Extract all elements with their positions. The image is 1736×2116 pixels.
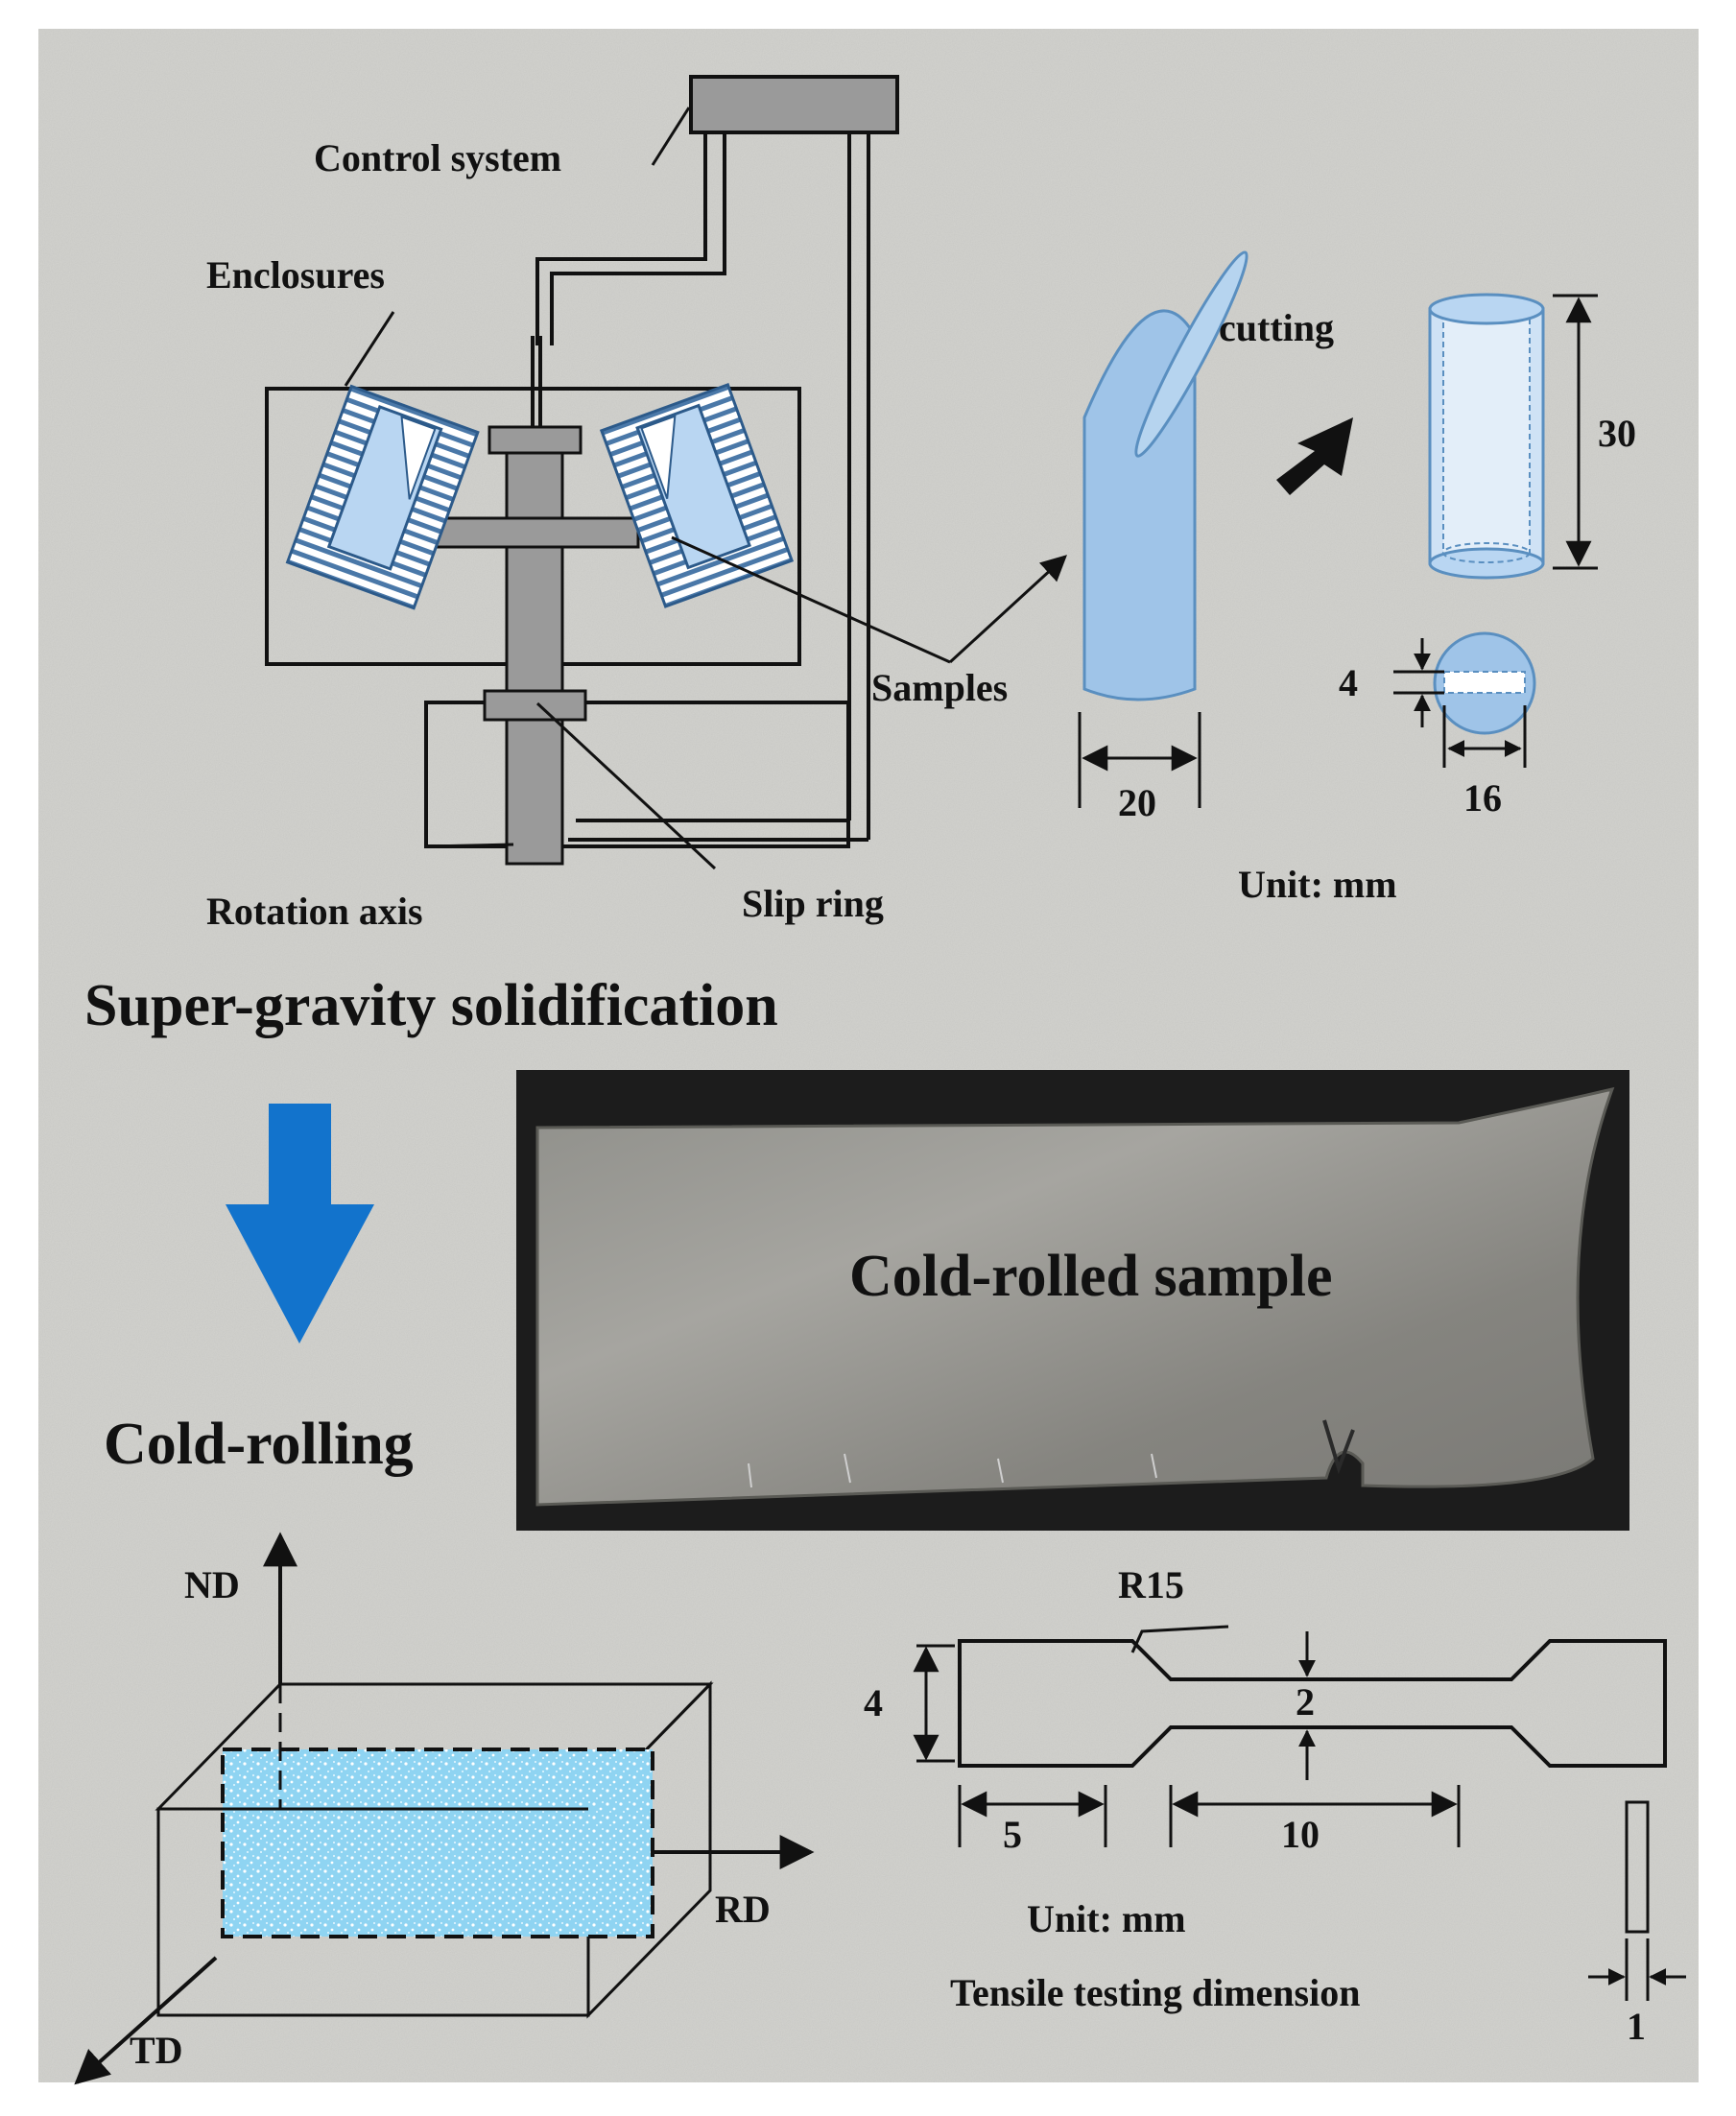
disc-width-label: 16 <box>1463 776 1502 820</box>
step1-title: Super-gravity solidification <box>84 973 778 1038</box>
radius-label: R15 <box>1118 1563 1184 1606</box>
disc-sample <box>1433 631 1536 735</box>
rd-label: RD <box>715 1888 771 1931</box>
right-mold <box>599 382 795 608</box>
tensile-caption: Tensile testing dimension <box>950 1971 1360 2014</box>
leader-lines <box>344 107 1067 870</box>
sample-prep-unit: Unit: mm <box>1238 863 1397 906</box>
rotor-arm <box>435 516 640 549</box>
tensile-unit: Unit: mm <box>1027 1897 1186 1940</box>
slip-ring-label: Slip ring <box>742 882 884 925</box>
disc-thickness-label: 4 <box>1339 661 1358 704</box>
rolling-coordinate-box <box>74 1532 815 2085</box>
gauge-width-label: 2 <box>1296 1680 1315 1724</box>
grip-width-label: 4 <box>864 1681 883 1724</box>
cylinder-height-label: 30 <box>1598 412 1636 455</box>
thickness-label: 1 <box>1627 2005 1646 2048</box>
disc-dimensions <box>1393 638 1527 768</box>
ingot-dimension <box>1078 712 1201 808</box>
tensile-specimen <box>913 1625 1686 2001</box>
control-system-box <box>689 75 899 134</box>
process-down-arrow <box>226 1104 374 1343</box>
cutting-arrow <box>1276 417 1353 495</box>
grip-length-label: 5 <box>1003 1813 1022 1856</box>
step2-title: Cold-rolling <box>104 1412 414 1477</box>
photo-label: Cold-rolled sample <box>849 1244 1332 1309</box>
rotation-axis-label: Rotation axis <box>206 890 423 933</box>
ingot-diameter-label: 20 <box>1118 781 1156 824</box>
cylinder-height-dimension <box>1553 294 1598 570</box>
cold-rolled-photo <box>516 1070 1629 1531</box>
rotation-shaft <box>505 425 564 866</box>
samples-label: Samples <box>871 666 1008 709</box>
cylinder-sample <box>1428 293 1545 580</box>
slip-ring-part <box>483 689 587 722</box>
ingot-sample <box>1082 250 1248 701</box>
nd-label: ND <box>184 1563 240 1606</box>
cutting-label: cutting <box>1219 306 1334 349</box>
left-mold <box>285 384 480 610</box>
td-label: TD <box>130 2029 183 2072</box>
apparatus <box>265 75 899 866</box>
lower-box <box>424 701 850 848</box>
enclosures-label: Enclosures <box>206 253 385 297</box>
gauge-length-label: 10 <box>1281 1813 1320 1856</box>
control-system-label: Control system <box>314 136 561 179</box>
